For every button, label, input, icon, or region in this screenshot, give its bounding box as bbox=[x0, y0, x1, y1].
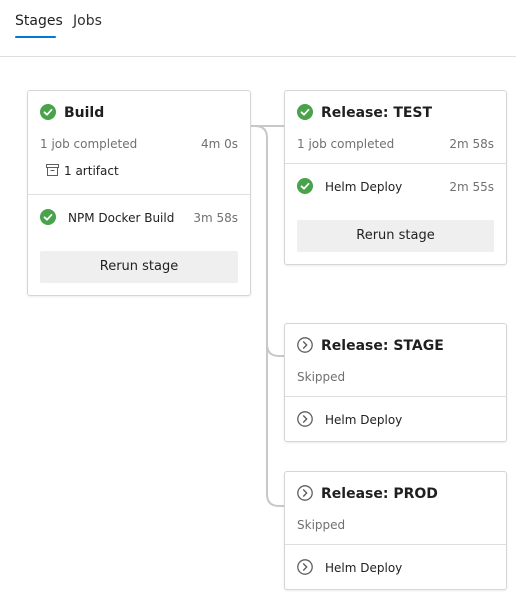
stage-view-tabs: Stages Jobs bbox=[0, 0, 516, 57]
job-name[interactable]: Helm Deploy bbox=[325, 413, 403, 427]
job-name[interactable]: NPM Docker Build bbox=[68, 211, 175, 225]
artifact-link[interactable]: 1 artifact bbox=[64, 164, 119, 178]
success-check-icon bbox=[40, 209, 56, 225]
tab-stages[interactable]: Stages bbox=[15, 13, 63, 29]
skipped-chevron-icon bbox=[297, 485, 313, 501]
stage-card-release-prod[interactable]: Release: PROD Skipped Helm Deploy bbox=[284, 471, 507, 590]
stage-card-release-stage[interactable]: Release: STAGE Skipped Helm Deploy bbox=[284, 323, 507, 442]
job-duration: 2m 55s bbox=[449, 180, 494, 194]
stage-duration: 4m 0s bbox=[200, 137, 238, 151]
skipped-chevron-icon bbox=[297, 411, 313, 427]
stage-duration: 2m 58s bbox=[449, 137, 494, 151]
success-check-icon bbox=[40, 104, 56, 120]
stage-card-build[interactable]: Build 1 job completed 4m 0s 1 artifact N… bbox=[27, 90, 251, 296]
tab-jobs[interactable]: Jobs bbox=[73, 13, 102, 29]
stage-title: Release: STAGE bbox=[321, 338, 444, 354]
artifact-icon bbox=[46, 164, 59, 176]
job-name[interactable]: Helm Deploy bbox=[325, 180, 403, 194]
stage-title: Build bbox=[64, 105, 105, 121]
card-divider bbox=[285, 163, 506, 164]
rerun-stage-button[interactable]: Rerun stage bbox=[297, 220, 494, 252]
stage-title: Release: PROD bbox=[321, 486, 438, 502]
stage-summary: 1 job completed bbox=[297, 137, 395, 151]
stage-summary: Skipped bbox=[297, 370, 346, 384]
job-duration: 3m 58s bbox=[193, 211, 238, 225]
stage-card-release-test[interactable]: Release: TEST 1 job completed 2m 58s Hel… bbox=[284, 90, 507, 265]
stage-summary: Skipped bbox=[297, 518, 346, 532]
card-divider bbox=[285, 396, 506, 397]
skipped-chevron-icon bbox=[297, 559, 313, 575]
success-check-icon bbox=[297, 104, 313, 120]
success-check-icon bbox=[297, 178, 313, 194]
rerun-stage-button[interactable]: Rerun stage bbox=[40, 251, 238, 283]
stage-title: Release: TEST bbox=[321, 105, 433, 121]
card-divider bbox=[285, 544, 506, 545]
card-divider bbox=[28, 194, 250, 195]
job-name[interactable]: Helm Deploy bbox=[325, 561, 403, 575]
skipped-chevron-icon bbox=[297, 337, 313, 353]
stage-summary: 1 job completed bbox=[40, 137, 138, 151]
active-tab-indicator bbox=[15, 36, 56, 38]
